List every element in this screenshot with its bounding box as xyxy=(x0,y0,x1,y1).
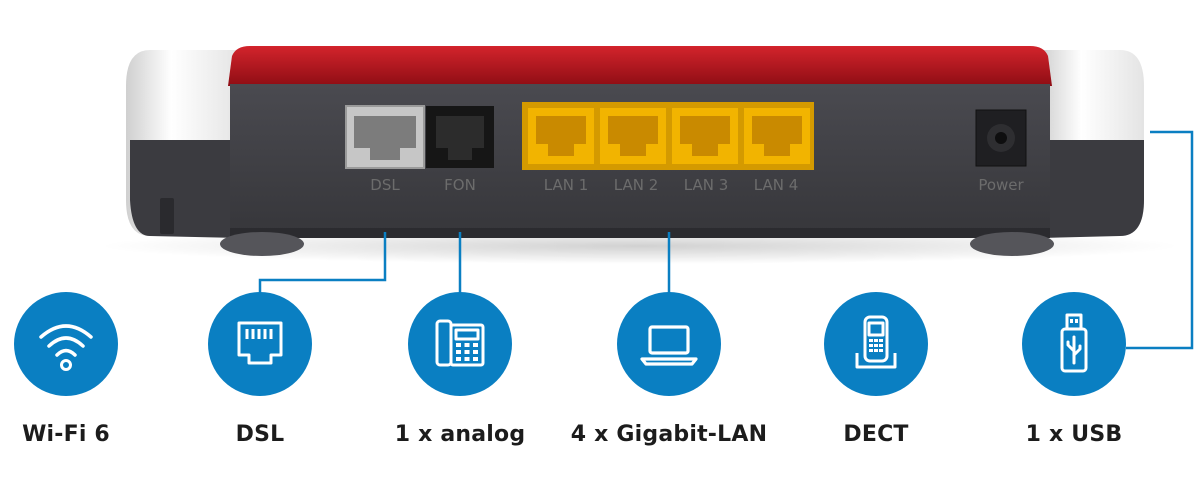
feature-usb-circle xyxy=(1022,292,1126,396)
ethernet-port-icon xyxy=(237,321,283,365)
connector-dsl xyxy=(258,232,387,298)
port-label-fon: FON xyxy=(444,176,476,194)
port-label-lan1: LAN 1 xyxy=(544,176,589,194)
feature-dsl-circle xyxy=(208,292,312,396)
feature-analog-circle xyxy=(408,292,512,396)
feature-lan-circle xyxy=(617,292,721,396)
feature-label-dect: DECT xyxy=(843,422,909,447)
port-label-lan4: LAN 4 xyxy=(754,176,799,194)
port-label-lan2: LAN 2 xyxy=(614,176,659,194)
feature-label-dsl: DSL xyxy=(235,422,285,447)
connector-usb xyxy=(1126,130,1194,350)
fon-port xyxy=(426,106,494,168)
router-foot-left xyxy=(220,232,304,256)
feature-wifi-circle xyxy=(14,292,118,396)
lan-port-1 xyxy=(528,108,594,164)
usb-stick-icon xyxy=(1060,313,1088,373)
port-label-lan3: LAN 3 xyxy=(684,176,729,194)
feature-dect-circle xyxy=(824,292,928,396)
lan-port-4 xyxy=(744,108,810,164)
desk-phone-icon xyxy=(435,319,485,367)
feature-label-lan: 4 x Gigabit-LAN xyxy=(570,422,768,447)
router-red-top xyxy=(228,46,1052,86)
router-left-endcap xyxy=(126,50,240,238)
router-foot-right xyxy=(970,232,1054,256)
lan-port-2 xyxy=(600,108,666,164)
feature-wifi: Wi-Fi 6 xyxy=(0,292,166,447)
lan-port-3 xyxy=(672,108,738,164)
dsl-port xyxy=(345,105,425,169)
wifi-icon xyxy=(39,324,93,371)
power-jack xyxy=(975,109,1027,167)
feature-label-usb: 1 x USB xyxy=(1025,422,1123,447)
feature-analog: 1 x analog xyxy=(360,292,560,447)
cordless-phone-icon xyxy=(855,315,897,369)
port-label-power: Power xyxy=(978,176,1024,194)
lan-ports xyxy=(522,102,814,170)
connector-lines xyxy=(258,130,1194,350)
feature-dsl: DSL xyxy=(160,292,360,447)
port-label-dsl: DSL xyxy=(370,176,400,194)
feature-dect: DECT xyxy=(776,292,976,447)
laptop-icon xyxy=(640,325,698,366)
feature-lan: 4 x Gigabit-LAN xyxy=(569,292,769,447)
feature-label-wifi: Wi-Fi 6 xyxy=(22,422,110,447)
feature-usb: 1 x USB xyxy=(974,292,1174,447)
router-right-endcap xyxy=(1040,50,1144,238)
feature-label-analog: 1 x analog xyxy=(394,422,526,447)
